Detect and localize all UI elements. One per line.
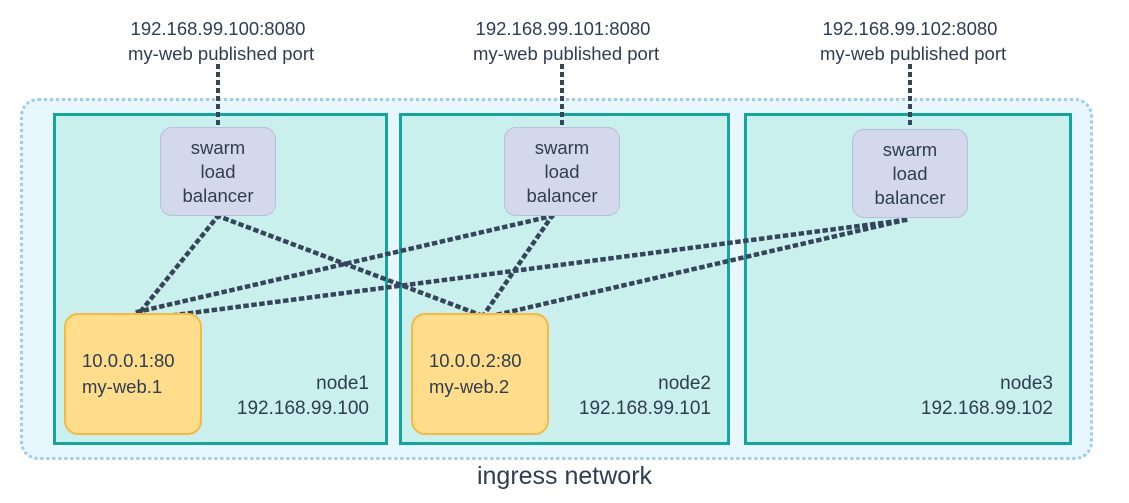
swarm-load-balancer-node1: swarm load balancer <box>160 127 276 216</box>
node-name: node2 <box>658 373 711 394</box>
published-port-description: my-web published port <box>820 43 1007 64</box>
lb-line-3: balancer <box>874 186 946 208</box>
published-port-label-node3: 192.168.99.102:8080 my-web published por… <box>820 16 1007 66</box>
node-ip: 192.168.99.101 <box>578 398 711 419</box>
lb-line-1: swarm <box>882 138 938 160</box>
node-name: node1 <box>316 373 369 394</box>
lb-line-3: balancer <box>526 184 598 206</box>
lb-line-2: load <box>892 162 928 184</box>
lb-line-2: load <box>200 160 236 182</box>
task-address: 10.0.0.1:80 <box>82 350 175 371</box>
lb-line-3: balancer <box>182 184 254 206</box>
ingress-network-caption: ingress network <box>476 462 653 490</box>
published-port-description: my-web published port <box>128 43 315 64</box>
swarm-load-balancer-node2: swarm load balancer <box>504 127 620 216</box>
published-port-description: my-web published port <box>473 43 660 64</box>
published-port-label-node2: 192.168.99.101:8080 my-web published por… <box>473 16 660 66</box>
published-port-address: 192.168.99.101:8080 <box>475 18 651 39</box>
node-ip: 192.168.99.100 <box>236 398 369 419</box>
published-port-address: 192.168.99.100:8080 <box>130 18 306 39</box>
swarm-load-balancer-node3: swarm load balancer <box>852 129 968 218</box>
task-name: my-web.2 <box>429 376 510 397</box>
lb-line-2: load <box>544 160 580 182</box>
task-address: 10.0.0.2:80 <box>429 350 522 371</box>
lb-line-1: swarm <box>190 136 246 158</box>
published-port-label-node1: 192.168.99.100:8080 my-web published por… <box>128 16 315 66</box>
node-ip: 192.168.99.102 <box>920 398 1053 419</box>
task-box-my-web-1: 10.0.0.1:80 my-web.1 <box>64 313 202 435</box>
published-port-address: 192.168.99.102:8080 <box>822 18 998 39</box>
lb-line-1: swarm <box>534 136 590 158</box>
task-name: my-web.1 <box>82 376 163 397</box>
task-box-my-web-2: 10.0.0.2:80 my-web.2 <box>411 313 549 435</box>
node-name: node3 <box>1000 373 1053 394</box>
